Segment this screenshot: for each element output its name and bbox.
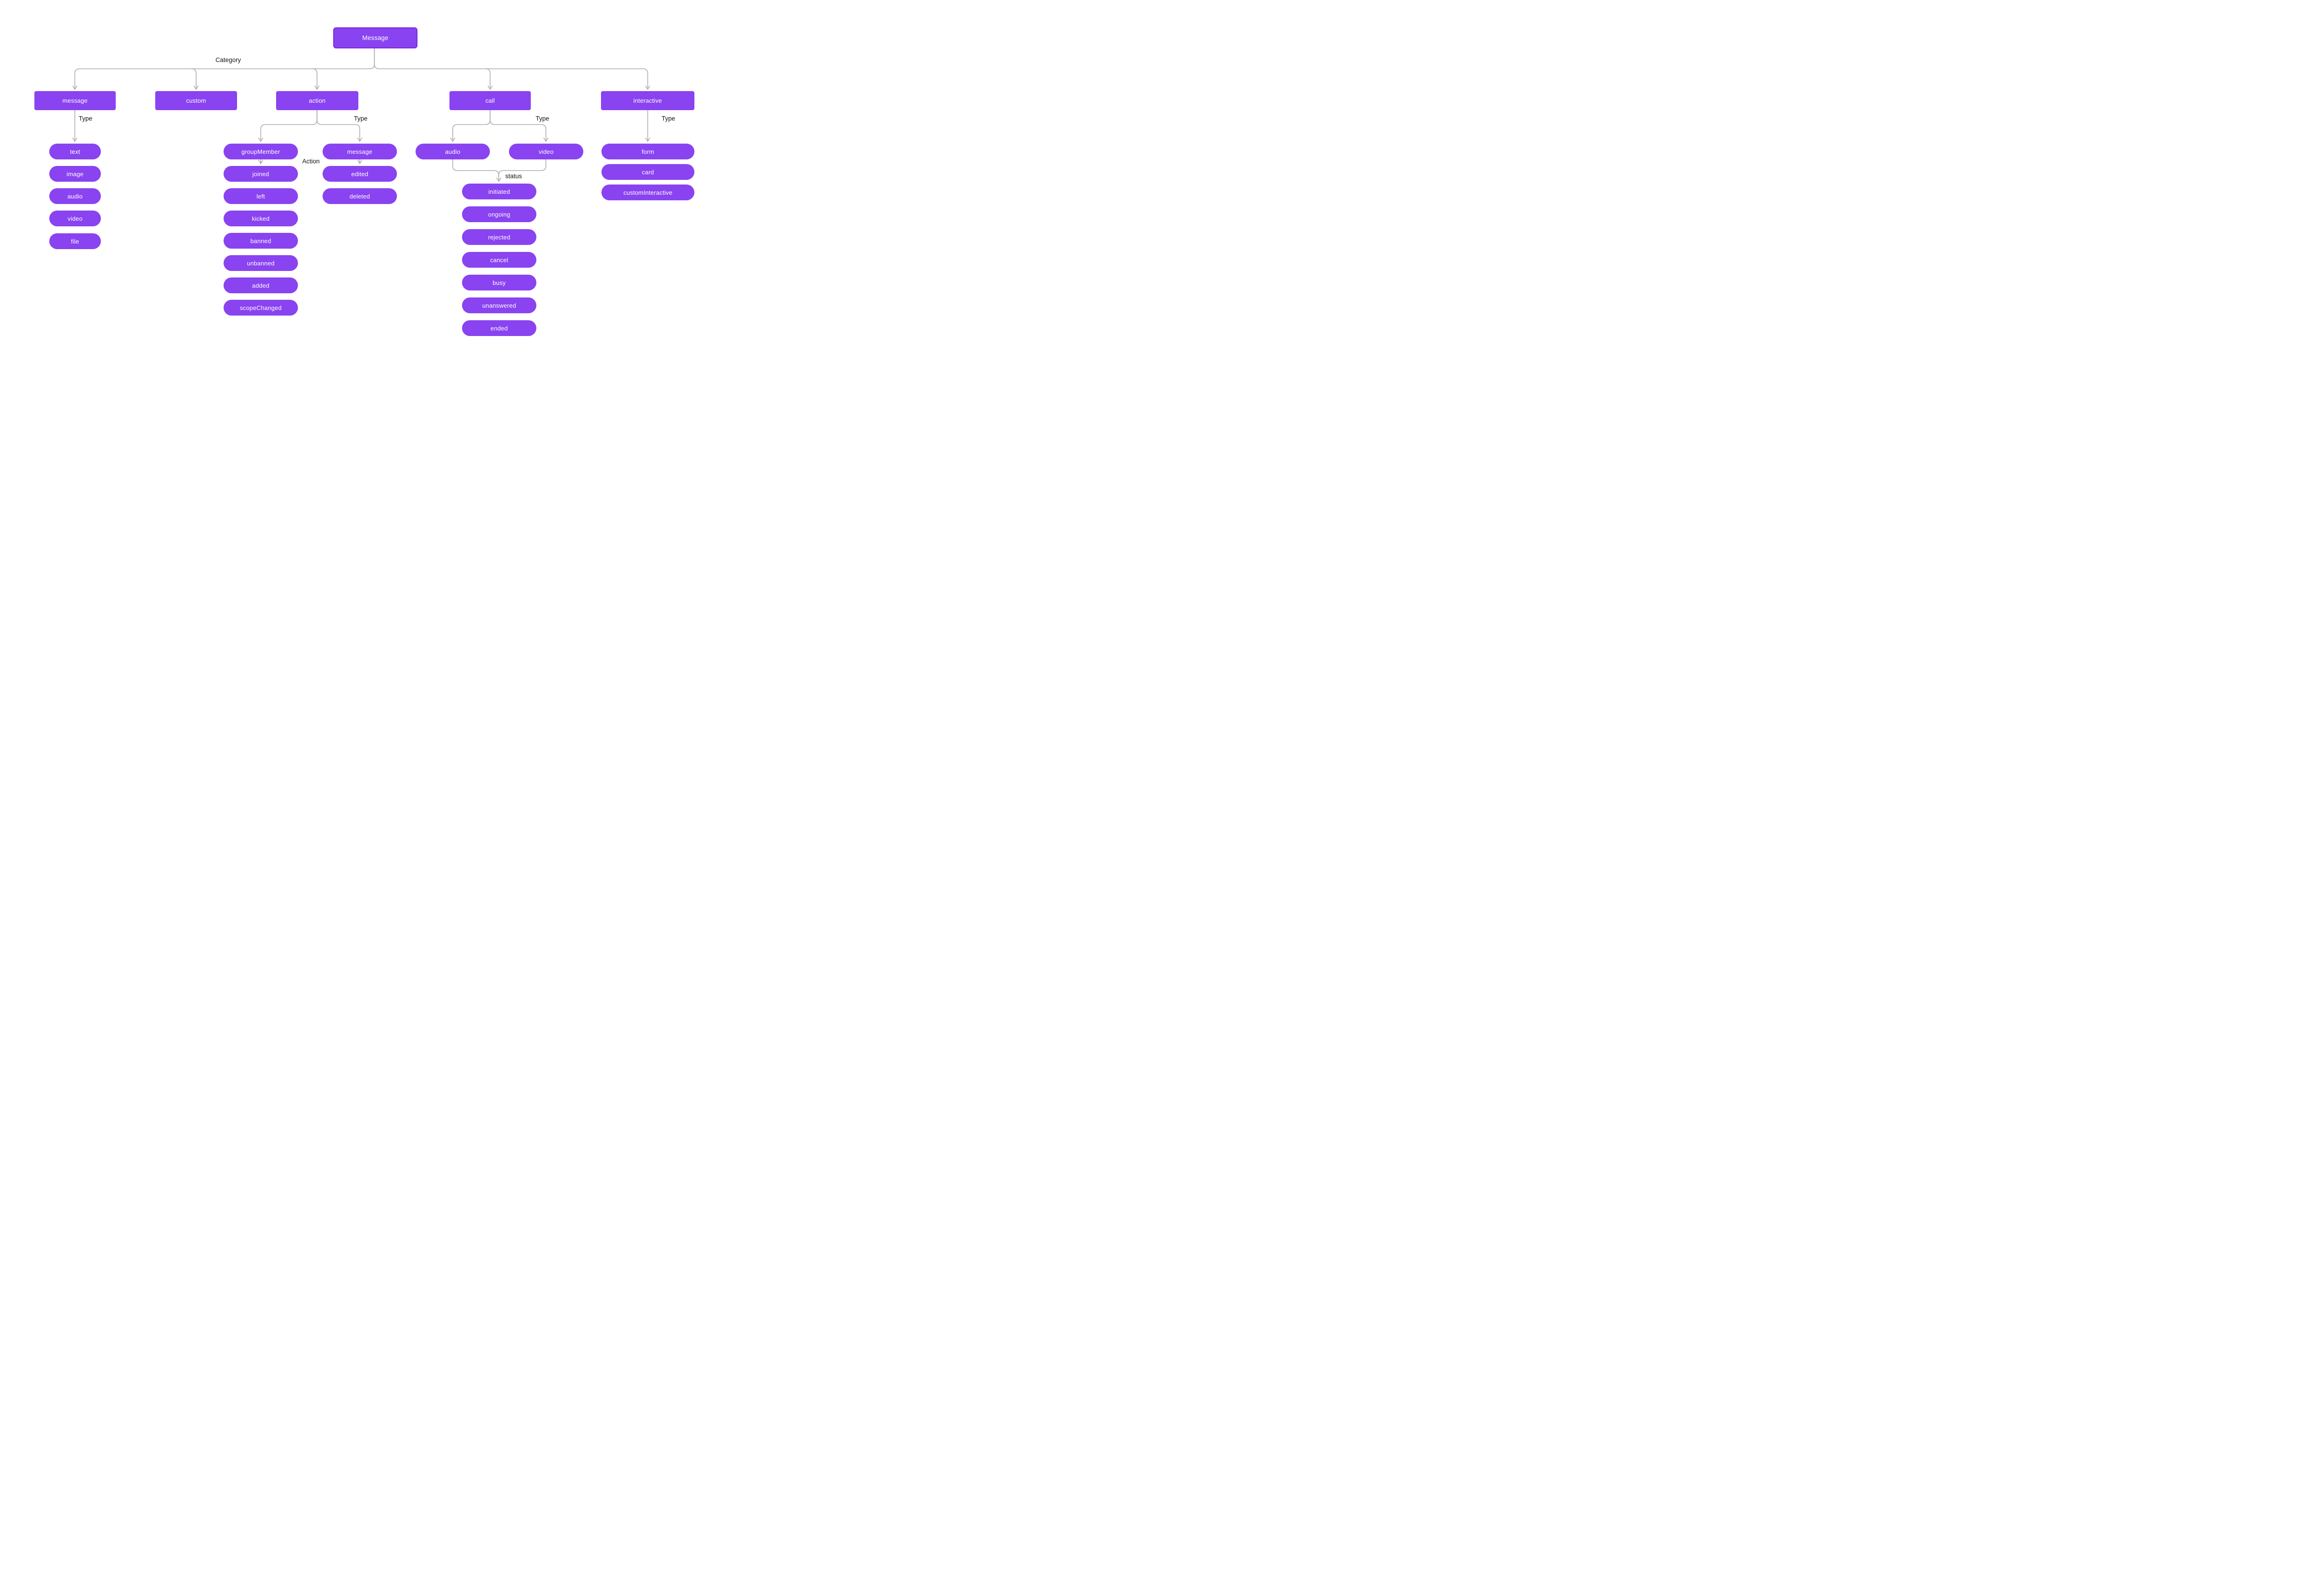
node-category-message: message bbox=[34, 91, 116, 110]
node-interactive-custominteractive: customInteractive bbox=[601, 185, 694, 200]
node-call-video: video bbox=[509, 144, 583, 159]
label-action: Action bbox=[302, 158, 320, 165]
node-action-unbanned: unbanned bbox=[224, 255, 298, 271]
node-action-kicked: kicked bbox=[224, 211, 298, 226]
node-category-call: call bbox=[449, 91, 531, 110]
edge-call-to-audio bbox=[450, 110, 491, 142]
node-type-audio: audio bbox=[49, 188, 101, 204]
edge-root-to-interactive bbox=[374, 46, 650, 90]
node-interactive-card: card bbox=[601, 164, 694, 180]
connector-layer bbox=[72, 46, 650, 182]
node-action-joined: joined bbox=[224, 166, 298, 182]
edge-call-to-video bbox=[489, 110, 548, 142]
node-action-groupmember: groupMember bbox=[224, 144, 298, 159]
node-action-left: left bbox=[224, 188, 298, 204]
node-action-message: message bbox=[323, 144, 397, 159]
node-root-message: Message bbox=[333, 27, 417, 48]
node-category-custom: custom bbox=[155, 91, 237, 110]
edge-root-to-call bbox=[485, 68, 493, 90]
node-type-video: video bbox=[49, 211, 101, 226]
edge-video-to-status bbox=[498, 159, 547, 176]
node-status-unanswered: unanswered bbox=[462, 297, 536, 313]
node-action-deleted: deleted bbox=[323, 188, 397, 204]
edge-action-to-groupmember bbox=[258, 110, 317, 142]
label-status: status bbox=[505, 172, 522, 180]
label-type-action-branch: Type bbox=[354, 115, 368, 122]
node-status-initiated: initiated bbox=[462, 184, 536, 199]
edge-action-to-message bbox=[317, 110, 363, 142]
node-interactive-form: form bbox=[601, 144, 694, 159]
label-type-interactive-branch: Type bbox=[661, 115, 675, 122]
label-category: Category bbox=[215, 56, 241, 64]
node-category-interactive: interactive bbox=[601, 91, 694, 110]
edge-root-to-action bbox=[312, 68, 320, 90]
node-status-busy: busy bbox=[462, 275, 536, 290]
node-type-file: file bbox=[49, 233, 101, 249]
node-status-cancel: cancel bbox=[462, 252, 536, 268]
node-status-ongoing: ongoing bbox=[462, 206, 536, 222]
label-type-call-branch: Type bbox=[535, 115, 549, 122]
node-status-rejected: rejected bbox=[462, 229, 536, 245]
node-action-scopechanged: scopeChanged bbox=[224, 300, 298, 316]
node-action-added: added bbox=[224, 277, 298, 293]
node-action-banned: banned bbox=[224, 233, 298, 249]
node-call-audio: audio bbox=[416, 144, 490, 159]
node-type-text: text bbox=[49, 144, 101, 159]
message-structure-diagram: Category Type Type Type Type Action stat… bbox=[0, 0, 729, 454]
edge-root-to-custom bbox=[191, 68, 199, 90]
node-category-action: action bbox=[276, 91, 358, 110]
edge-audio-to-status bbox=[452, 159, 502, 182]
node-type-image: image bbox=[49, 166, 101, 182]
node-action-edited: edited bbox=[323, 166, 397, 182]
edge-root-to-message bbox=[72, 46, 375, 90]
label-type-message-branch: Type bbox=[79, 115, 92, 122]
node-status-ended: ended bbox=[462, 320, 536, 336]
